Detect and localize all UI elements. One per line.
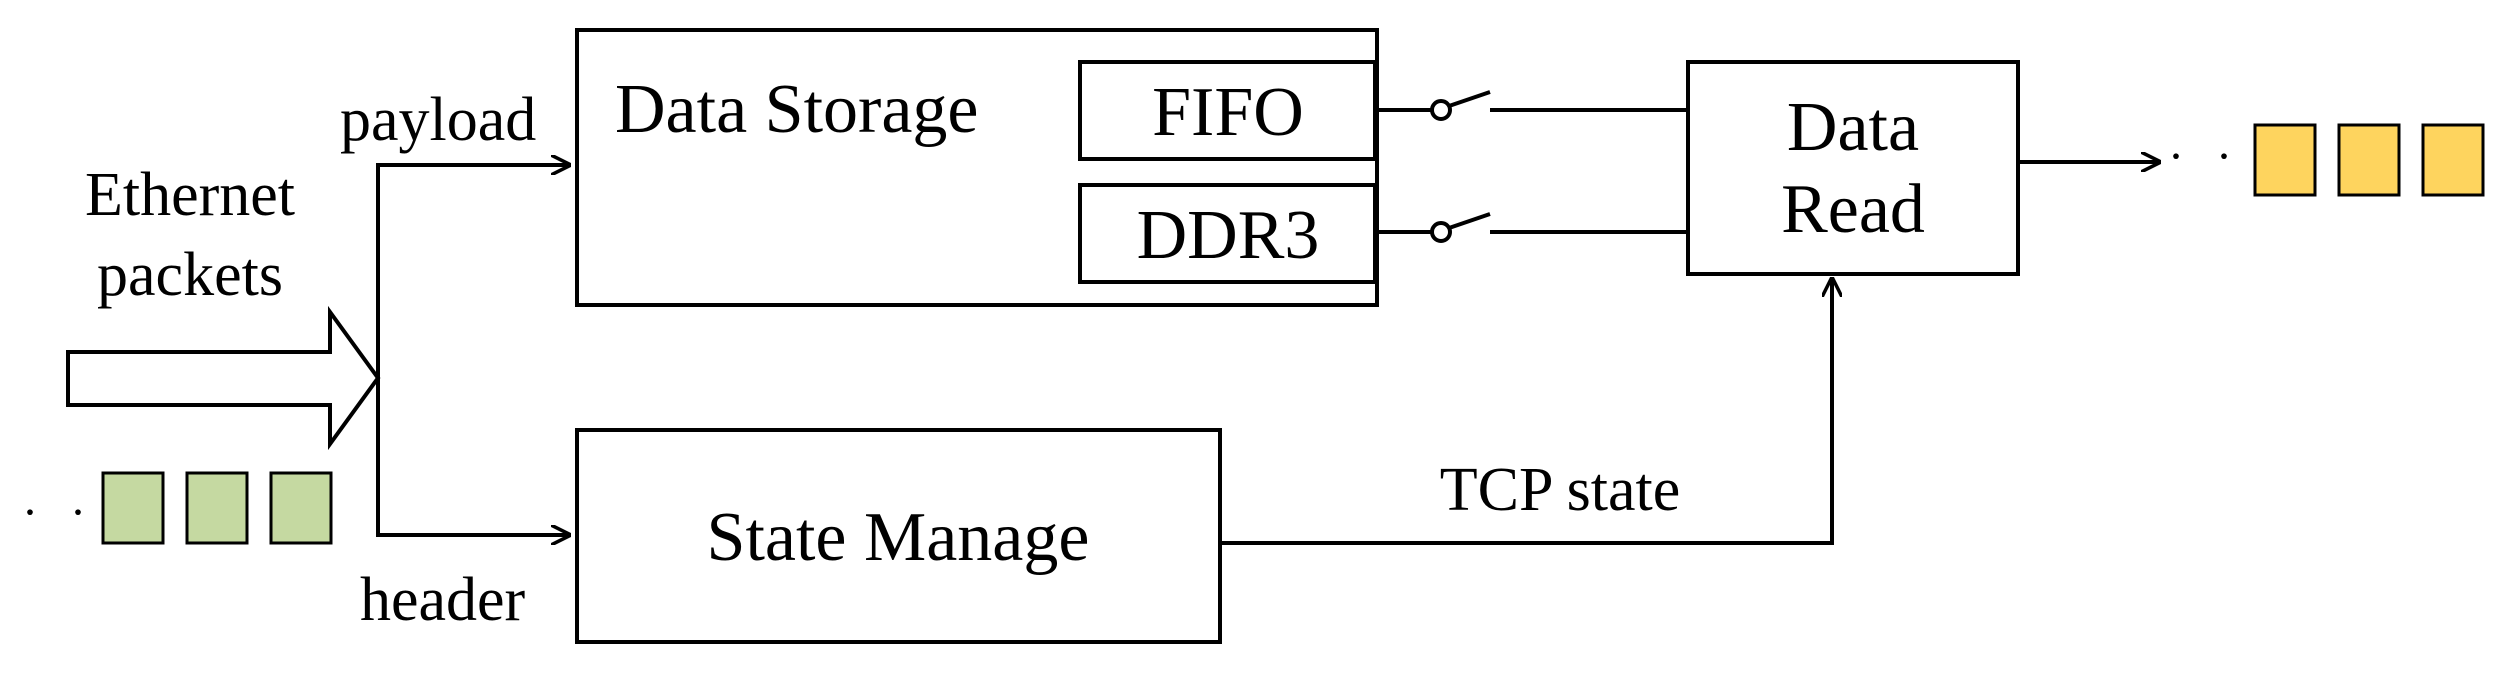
header-line (376, 378, 570, 535)
state-manage-box (575, 428, 1222, 644)
output-packet (2253, 123, 2317, 197)
data-read-line2: Read (1781, 171, 1925, 248)
data-storage-title: Data Storage (615, 71, 978, 148)
fifo-box (1078, 60, 1377, 161)
input-label-line1: Ethernet (85, 161, 295, 229)
ddr3-switch (1377, 212, 1688, 243)
header-label: header (360, 566, 526, 634)
data-read-box (1686, 60, 2020, 276)
output-packet (2337, 123, 2401, 197)
ddr3-box (1078, 183, 1377, 284)
split-line (376, 165, 570, 378)
input-label-line2: packets (97, 241, 283, 309)
input-packet (269, 471, 333, 545)
data-read-line1: Data (1787, 89, 1919, 166)
input-arrow (66, 305, 381, 451)
state-manage-title: State Manage (707, 499, 1090, 576)
output-packet (2421, 123, 2485, 197)
ddr3-label: DDR3 (1137, 197, 1320, 274)
fifo-switch (1377, 90, 1688, 121)
tcp-state-label: TCP state (1440, 456, 1681, 524)
input-packet (101, 471, 165, 545)
tcp-state-line (1220, 278, 1832, 545)
fifo-label: FIFO (1152, 74, 1304, 151)
payload-label: payload (340, 86, 536, 154)
input-packet (185, 471, 249, 545)
